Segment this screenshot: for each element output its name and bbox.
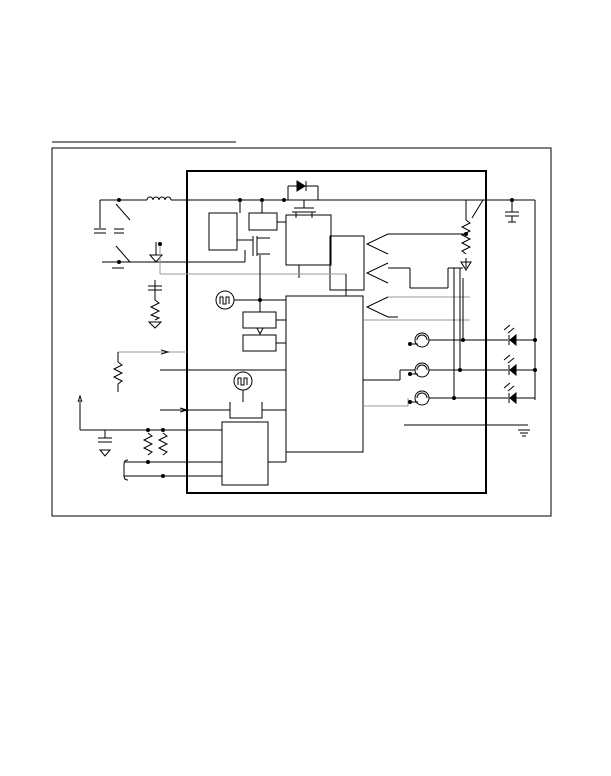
driver-block-left — [208, 212, 238, 251]
logic-block-2 — [242, 334, 277, 352]
ic-boundary — [186, 170, 487, 494]
resistor-icon — [142, 432, 154, 456]
input-capacitor — [94, 228, 124, 234]
ground-rail — [102, 242, 245, 269]
oscillator-icon — [233, 371, 253, 391]
resistor-icon — [157, 432, 169, 456]
resistor-icon — [149, 299, 161, 321]
mosfet-icon — [237, 200, 286, 262]
comparator-icon — [365, 233, 389, 318]
core-logic-block — [285, 295, 364, 453]
interface-block — [221, 421, 269, 486]
resistor-icon — [112, 361, 124, 385]
led-icon — [503, 324, 535, 405]
input-switch — [115, 198, 131, 221]
controller-block — [285, 214, 332, 266]
resistor-icon — [460, 219, 472, 255]
diode-icon — [287, 180, 319, 200]
ground-icon — [518, 429, 530, 437]
comparator-bank — [329, 235, 365, 291]
logic-block-1 — [242, 311, 277, 329]
ground-icon — [148, 254, 164, 263]
figure-frame — [51, 147, 552, 517]
driver-block-small — [248, 212, 278, 231]
supply-rail — [99, 199, 536, 400]
oscillator-icon — [215, 290, 235, 310]
inductor-icon — [146, 196, 172, 201]
capacitor-icon — [98, 430, 112, 457]
capacitor-icon — [505, 198, 519, 223]
current-source-icon — [410, 332, 430, 406]
